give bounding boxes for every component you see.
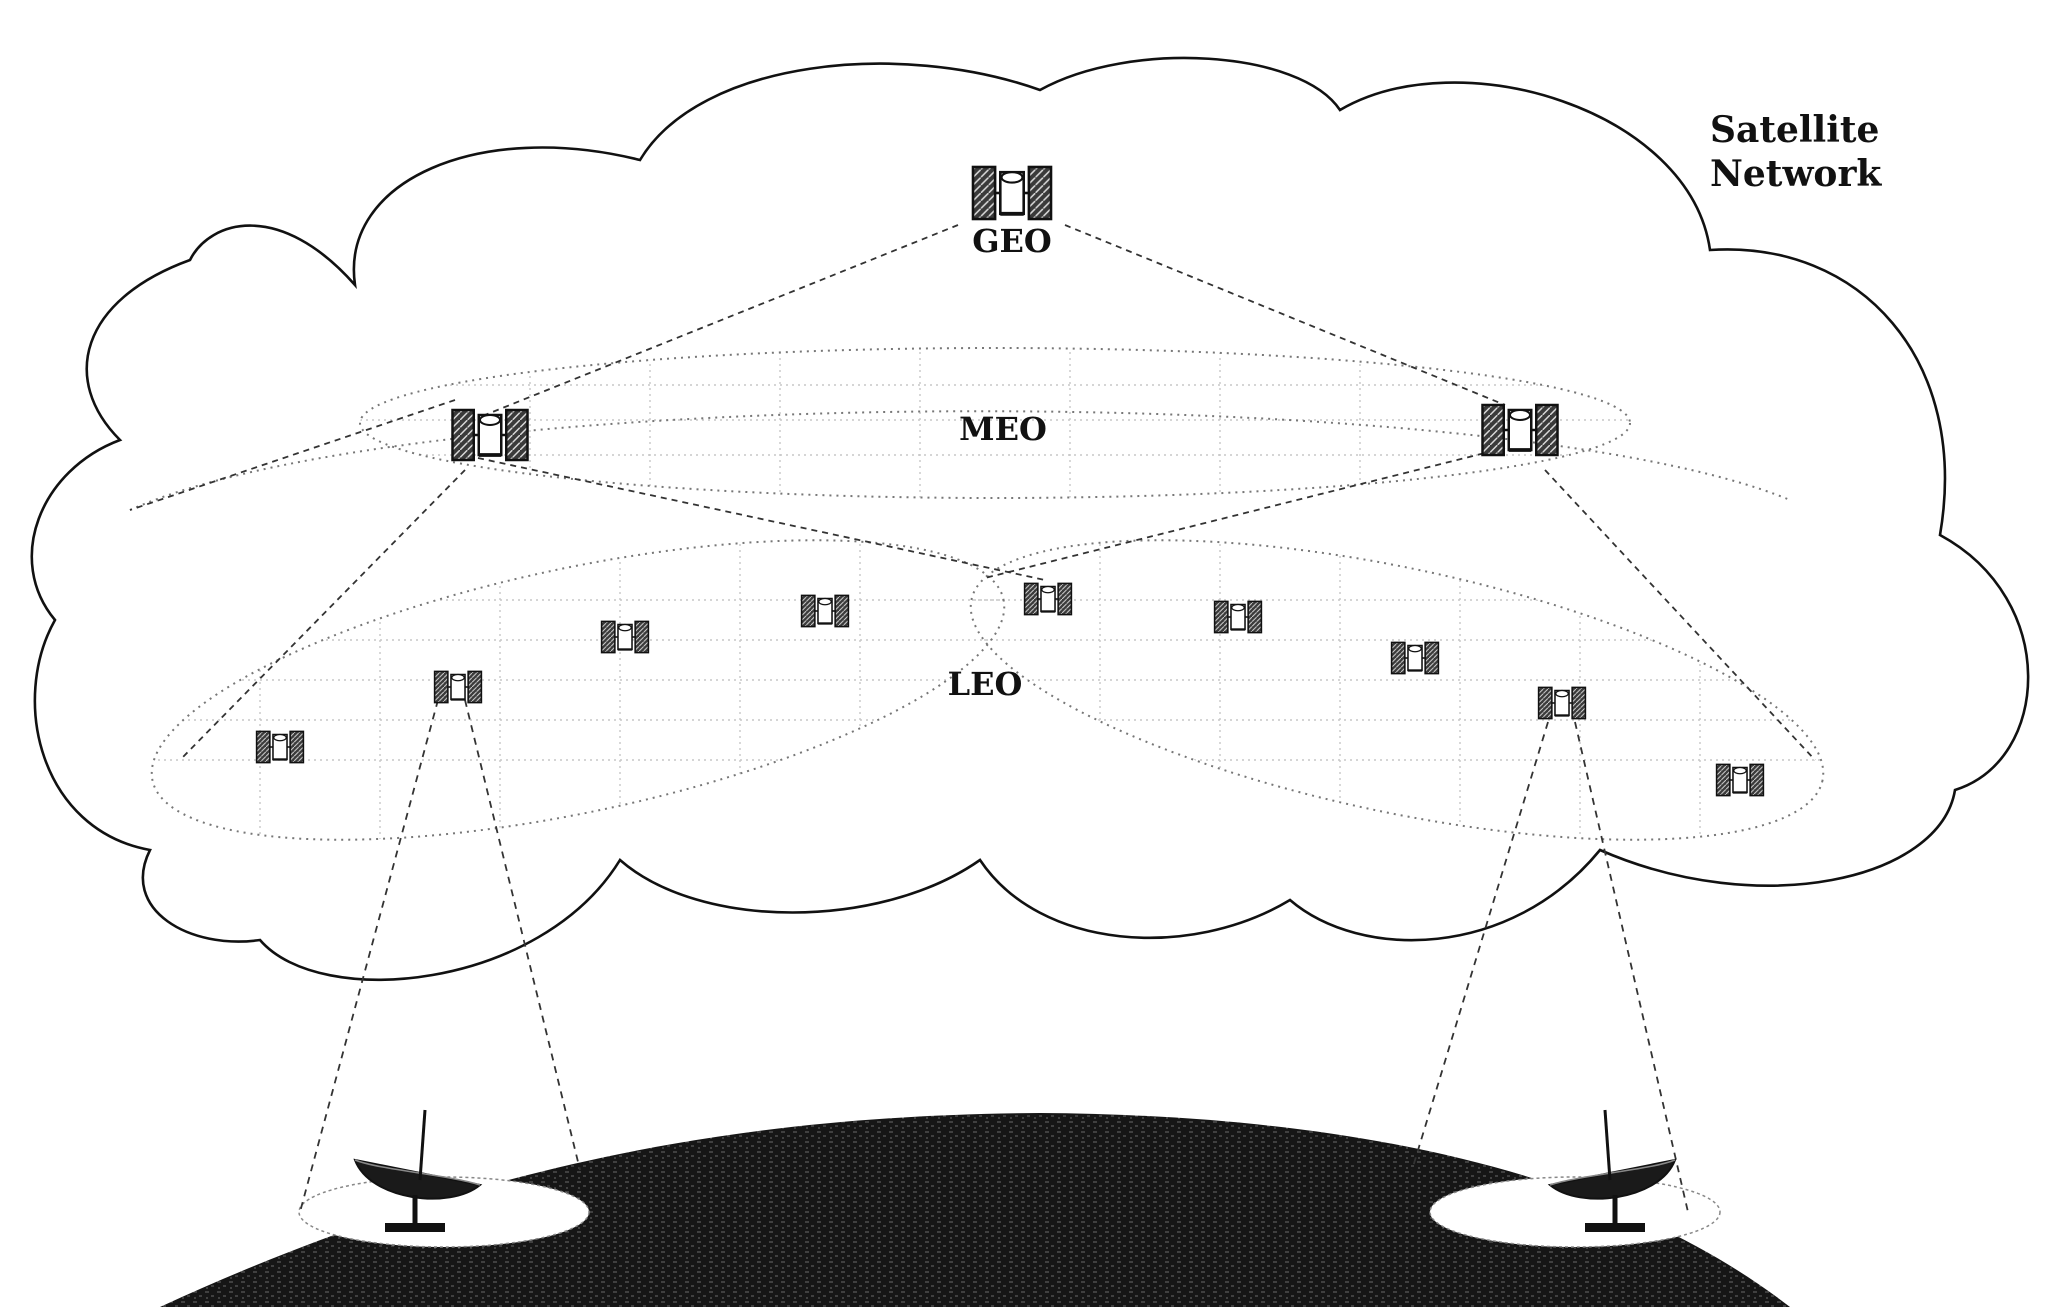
satellite-icon	[1390, 641, 1440, 675]
leo-label: LEO	[948, 665, 1023, 703]
network-title-line-1: Satellite	[1710, 109, 1879, 151]
coverage-area-right	[1429, 1176, 1721, 1248]
link-geo-meo-left	[484, 224, 959, 416]
link-meo-right-leo	[984, 447, 1506, 579]
beam-right-2	[1574, 721, 1689, 1213]
satellite-icon	[1480, 403, 1560, 457]
satellite-icon	[1715, 763, 1765, 797]
earth-surface	[160, 1113, 1790, 1307]
satellite-icon	[450, 408, 530, 462]
link-meo-left-down	[179, 469, 466, 761]
geo-label: GEO	[972, 222, 1052, 260]
satellite-icon	[800, 594, 850, 628]
meo-label: MEO	[959, 410, 1047, 448]
link-meo-right-down	[1544, 469, 1816, 761]
satellite-icon	[971, 165, 1053, 221]
satellite-icon	[600, 620, 650, 654]
satellite-icon	[1023, 582, 1073, 616]
leo-orbit-right	[969, 539, 1825, 841]
link-geo-meo-right	[1064, 224, 1506, 406]
link-meo-left-leo	[477, 457, 1046, 581]
meo-outer-orbit	[129, 410, 1791, 511]
beam-right-1	[1411, 721, 1549, 1171]
ground-station-dish-icon	[353, 1109, 483, 1232]
leo-orbit-left	[150, 539, 1006, 841]
satellite-icon	[1213, 600, 1263, 634]
beam-left-2	[464, 699, 581, 1171]
satellite-icon	[255, 730, 305, 764]
link-meo-left-up	[129, 399, 456, 511]
satellite-icon	[1537, 686, 1587, 720]
network-title-line-2: Network	[1710, 153, 1882, 195]
ground-station-dish-icon	[1547, 1109, 1677, 1232]
satellite-icon	[433, 670, 483, 704]
beam-left-1	[299, 699, 439, 1213]
cloud-outline	[30, 56, 2030, 981]
meo-orbit	[359, 347, 1631, 499]
